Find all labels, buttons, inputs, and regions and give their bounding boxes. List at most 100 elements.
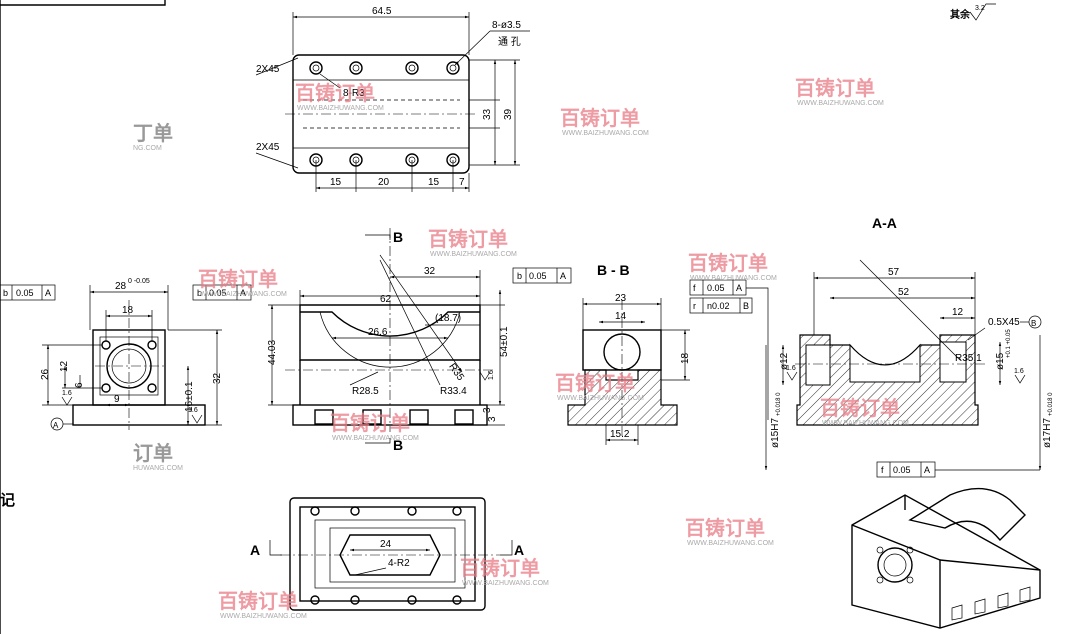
svg-text:r: r bbox=[693, 301, 696, 311]
svg-text:7: 7 bbox=[459, 177, 465, 188]
svg-text:f: f bbox=[881, 465, 884, 475]
svg-text:44.03: 44.03 bbox=[267, 340, 278, 365]
svg-text:WWW.BAIZHUWANG.COM: WWW.BAIZHUWANG.COM bbox=[200, 291, 287, 298]
svg-text:WWW.BAIZHUWANG.COM: WWW.BAIZHUWANG.COM bbox=[332, 435, 419, 442]
top-view: 64.5 8-ø3.5 通 孔 8-R3 2X45 2X45 33 39 15 … bbox=[255, 6, 530, 192]
svg-text:20: 20 bbox=[378, 177, 390, 188]
front-view: B B 62 32 26.6 (18.7) R35 R28.5 R33.4 44… bbox=[267, 228, 510, 453]
svg-text:百铸订单: 百铸订单 bbox=[820, 396, 900, 420]
top-hole-row-lower bbox=[309, 153, 460, 167]
watermark-logo: 百铸订单 WWW.BAIZHUWANG.COM bbox=[685, 516, 774, 547]
svg-text:+0.1 +0.05: +0.1 +0.05 bbox=[1006, 329, 1012, 358]
svg-text:18: 18 bbox=[122, 305, 134, 316]
watermark-partial: 订单 HUWANG.COM bbox=[133, 441, 183, 472]
svg-text:54±0.1: 54±0.1 bbox=[499, 326, 510, 357]
svg-text:A: A bbox=[924, 465, 930, 475]
surface-finish-note: 其余 3.2 bbox=[950, 3, 996, 21]
svg-text:12: 12 bbox=[952, 307, 964, 318]
svg-text:A: A bbox=[240, 288, 246, 298]
bottom-view: 24 4-R2 A A bbox=[250, 497, 524, 611]
svg-text:62: 62 bbox=[380, 294, 392, 305]
svg-text:14: 14 bbox=[615, 311, 627, 322]
svg-text:1.6: 1.6 bbox=[786, 365, 796, 372]
watermark-partial: 丁单 NG.COM bbox=[133, 121, 173, 152]
svg-text:WWW.BAIZHUWANG.COM: WWW.BAIZHUWANG.COM bbox=[797, 100, 884, 107]
title-block-fragment bbox=[0, 0, 166, 6]
svg-text:百铸订单: 百铸订单 bbox=[555, 371, 635, 395]
svg-text:A: A bbox=[736, 283, 742, 293]
svg-text:百铸订单: 百铸订单 bbox=[428, 227, 508, 251]
svg-text:R35.1: R35.1 bbox=[955, 353, 982, 364]
svg-text:记: 记 bbox=[0, 492, 15, 509]
svg-text:2X45: 2X45 bbox=[256, 142, 280, 153]
svg-text:百铸订单: 百铸订单 bbox=[295, 81, 375, 105]
svg-text:39: 39 bbox=[503, 108, 514, 120]
watermark-logo: 百铸订单 WWW.BAIZHUWANG.COM bbox=[560, 106, 649, 137]
watermark-logo: 百铸订单 WWW.BAIZHUWANG.COM bbox=[218, 589, 307, 620]
svg-text:4-R2: 4-R2 bbox=[388, 558, 410, 569]
watermark-logo: 百铸订单 WWW.BAIZHUWANG.COM bbox=[198, 267, 287, 298]
svg-text:15: 15 bbox=[330, 177, 342, 188]
svg-text:15: 15 bbox=[428, 177, 440, 188]
svg-text:百铸订单: 百铸订单 bbox=[198, 267, 278, 291]
svg-text:B: B bbox=[1031, 319, 1036, 328]
watermark-logo: 百铸订单 WWW.BAIZHUWANG.COM bbox=[295, 81, 384, 112]
svg-text:B: B bbox=[393, 229, 403, 245]
svg-text:ø12: ø12 bbox=[779, 352, 790, 370]
watermark-logo: 百铸订单 WWW.BAIZHUWANG.COM bbox=[428, 227, 517, 258]
svg-text:0 -0.05: 0 -0.05 bbox=[128, 278, 150, 285]
svg-text:b: b bbox=[517, 271, 522, 281]
watermark-logo: 百铸订单 WWW.BAIZHUWANG.COM bbox=[795, 76, 884, 107]
watermark-logo: 百铸订单 WWW.BAIZHUWANG.COM bbox=[460, 556, 549, 587]
svg-text:WWW.BAIZHUWANG.COM: WWW.BAIZHUWANG.COM bbox=[690, 275, 777, 282]
svg-text:WWW.BAIZHUWANG.COM: WWW.BAIZHUWANG.COM bbox=[557, 395, 644, 402]
svg-text:26: 26 bbox=[40, 368, 51, 380]
svg-text:1.6: 1.6 bbox=[1014, 368, 1024, 375]
side-view: 28 0 -0.05 18 26 12 6 9 16±0.1 32 1.6 1.… bbox=[40, 278, 223, 431]
svg-text:1.6: 1.6 bbox=[62, 390, 72, 397]
svg-text:0.05: 0.05 bbox=[707, 283, 725, 293]
isometric-view bbox=[851, 487, 1041, 629]
svg-text:9: 9 bbox=[114, 394, 120, 405]
svg-text:1.6: 1.6 bbox=[488, 370, 495, 380]
svg-text:8-R3: 8-R3 bbox=[343, 88, 365, 99]
svg-text:b: b bbox=[3, 288, 8, 298]
svg-text:6: 6 bbox=[74, 382, 85, 388]
svg-text:R28.5: R28.5 bbox=[352, 386, 379, 397]
svg-text:3.2: 3.2 bbox=[975, 5, 985, 12]
svg-text:WWW.BAIZHUWANG.COM: WWW.BAIZHUWANG.COM bbox=[297, 105, 384, 112]
svg-text:64.5: 64.5 bbox=[372, 6, 392, 17]
top-hole-row-upper bbox=[309, 61, 460, 75]
svg-text:A: A bbox=[250, 542, 260, 558]
svg-text:28: 28 bbox=[115, 281, 127, 292]
svg-text:12: 12 bbox=[59, 360, 70, 372]
svg-text:+0.018 0: +0.018 0 bbox=[776, 392, 782, 416]
svg-text:(18.7): (18.7) bbox=[435, 313, 461, 324]
watermark-logo: 百铸订单 WWW.BAIZHUWANG.COM bbox=[330, 411, 419, 442]
svg-text:0.5X45: 0.5X45 bbox=[988, 317, 1020, 328]
section-bb-tolerance-frames: f 0.05 A r n0.02 B bbox=[689, 279, 769, 420]
svg-text:32: 32 bbox=[212, 372, 223, 384]
svg-text:A: A bbox=[45, 288, 51, 298]
svg-text:NG.COM: NG.COM bbox=[133, 145, 162, 152]
svg-text:百铸订单: 百铸订单 bbox=[460, 556, 540, 580]
svg-text:2X45: 2X45 bbox=[256, 64, 280, 75]
svg-text:n0.02: n0.02 bbox=[707, 301, 730, 311]
svg-text:f: f bbox=[693, 283, 696, 293]
section-aa: A-A 57 52 12 0.5X45 B R35.1 ø12 ø15 +0.1… bbox=[764, 215, 1054, 470]
svg-text:B - B: B - B bbox=[597, 262, 630, 278]
svg-text:WWW.BAIZHUWANG.COM: WWW.BAIZHUWANG.COM bbox=[822, 420, 909, 427]
svg-text:33: 33 bbox=[482, 108, 493, 120]
svg-text:B: B bbox=[743, 301, 749, 311]
svg-text:百铸订单: 百铸订单 bbox=[685, 516, 765, 540]
svg-text:0.05: 0.05 bbox=[893, 465, 911, 475]
svg-text:百铸订单: 百铸订单 bbox=[330, 411, 410, 435]
svg-text:WWW.BAIZHUWANG.COM: WWW.BAIZHUWANG.COM bbox=[687, 540, 774, 547]
side-view-tolerance-frame: b 0.05 A bbox=[192, 284, 252, 301]
svg-text:3: 3 bbox=[482, 407, 493, 413]
svg-text:8-ø3.5: 8-ø3.5 bbox=[492, 20, 521, 31]
svg-text:ø15H7: ø15H7 bbox=[770, 418, 781, 448]
svg-text:丁单: 丁单 bbox=[133, 121, 173, 145]
svg-text:WWW.BAIZHUWANG.COM: WWW.BAIZHUWANG.COM bbox=[220, 613, 307, 620]
